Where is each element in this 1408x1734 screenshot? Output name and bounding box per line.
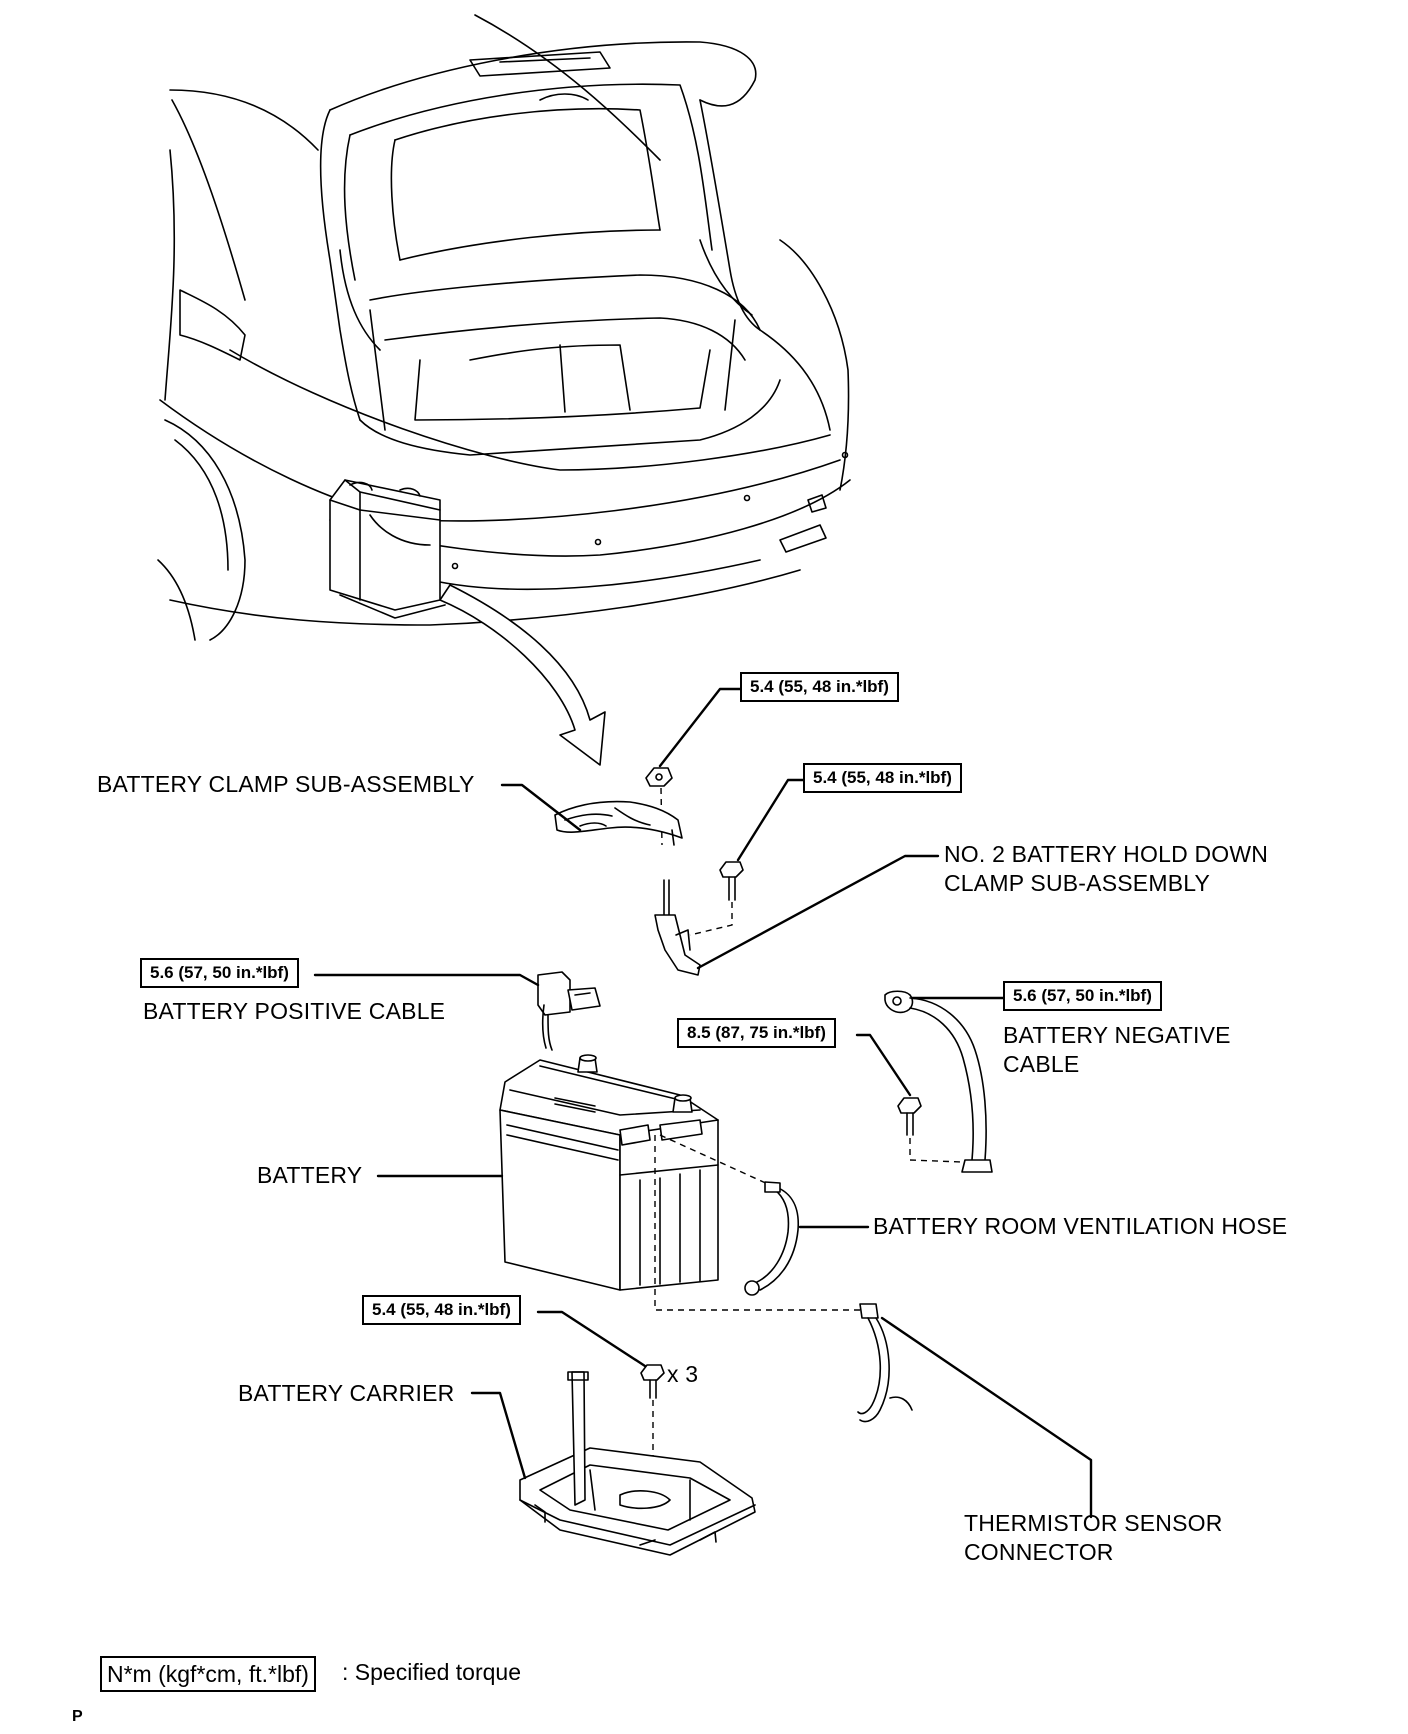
label-thermistor-line2: CONNECTOR [964, 1539, 1114, 1565]
hold-down-clamp-part [654, 879, 701, 976]
corner-mark: P [72, 1708, 83, 1725]
ventilation-hose-part [744, 1181, 799, 1296]
legend-torque-unit-box: N*m (kgf*cm, ft.*lbf) [100, 1656, 316, 1692]
car-rear-drawing [157, 14, 851, 641]
battery-carrier-part [519, 1371, 756, 1556]
leader-lines [313, 687, 1093, 1519]
label-bolt-count: x 3 [667, 1361, 699, 1387]
torque-carrier-bolt: 5.4 (55, 48 in.*lbf) [362, 1295, 521, 1325]
torque-hold-down-bolt: 5.4 (55, 48 in.*lbf) [803, 763, 962, 793]
torque-negative-terminal: 5.6 (57, 50 in.*lbf) [1003, 981, 1162, 1011]
label-battery: BATTERY [257, 1162, 363, 1188]
battery-location-in-car [329, 479, 446, 619]
label-hold-down-clamp-line1: NO. 2 BATTERY HOLD DOWN [944, 841, 1269, 867]
thermistor-part [857, 1303, 913, 1423]
carrier-bolt [640, 1364, 665, 1399]
negative-cable-part [884, 990, 993, 1173]
label-negative-cable-line2: CABLE [1003, 1051, 1080, 1077]
clamp-nut [645, 767, 673, 787]
torque-positive-terminal: 5.6 (57, 50 in.*lbf) [140, 958, 299, 988]
negative-bolt [897, 1097, 922, 1136]
torque-negative-bolt: 8.5 (87, 75 in.*lbf) [677, 1018, 836, 1048]
label-thermistor-line1: THERMISTOR SENSOR [964, 1510, 1223, 1536]
positive-cable-part [537, 971, 601, 1051]
torque-clamp-nut: 5.4 (55, 48 in.*lbf) [740, 672, 899, 702]
label-positive-cable: BATTERY POSITIVE CABLE [143, 998, 446, 1024]
label-battery-clamp: BATTERY CLAMP SUB-ASSEMBLY [97, 771, 475, 797]
view-arrow [439, 584, 606, 766]
hold-down-bolt [719, 861, 744, 901]
label-battery-carrier: BATTERY CARRIER [238, 1380, 455, 1406]
label-hold-down-clamp-line2: CLAMP SUB-ASSEMBLY [944, 870, 1211, 896]
battery-part [499, 1054, 719, 1291]
legend-description: : Specified torque [342, 1659, 522, 1685]
label-ventilation-hose: BATTERY ROOM VENTILATION HOSE [873, 1213, 1288, 1239]
battery-clamp-part [554, 800, 683, 846]
label-negative-cable-line1: BATTERY NEGATIVE [1003, 1022, 1231, 1048]
